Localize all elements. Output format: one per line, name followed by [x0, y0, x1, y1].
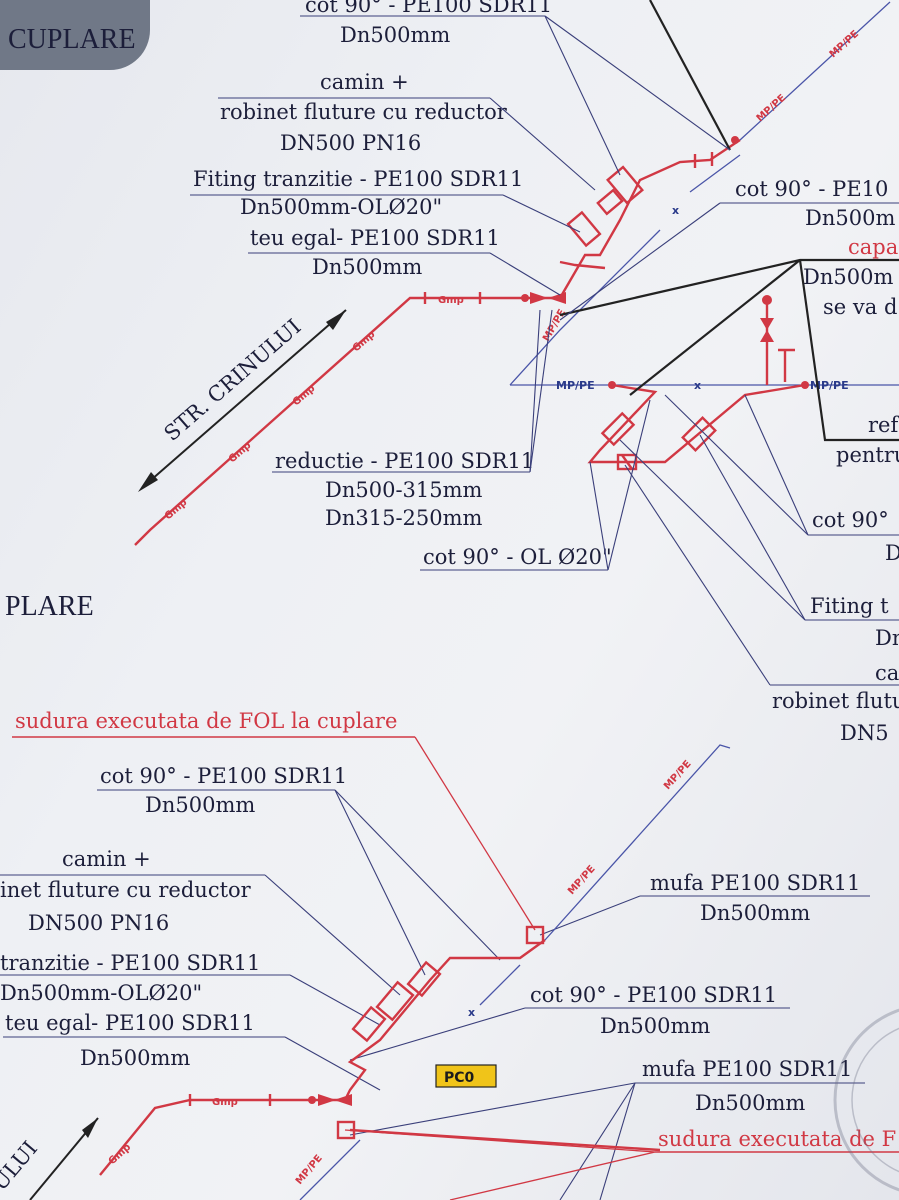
annotation-cot90-top: cot 90° - PE100 SDR11 Dn500mm	[300, 0, 731, 176]
annotation-line: camin +	[62, 847, 151, 871]
annotation-line: capa	[848, 235, 898, 259]
annotation-tranzitie-bottom: tranzitie - PE100 SDR11 Dn500mm-OLØ20"	[0, 951, 381, 1026]
annotation-line: Dn500m	[803, 265, 893, 289]
annotation-line: Dn500mm	[340, 23, 450, 47]
annotation-line: D	[885, 541, 899, 565]
annotation-right-ref: ref pentru	[836, 413, 899, 467]
annotation-line: tranzitie - PE100 SDR11	[0, 951, 260, 975]
annotation-right-cot90-b: cot 90° D	[664, 394, 899, 565]
annotation-line: teu egal- PE100 SDR11	[5, 1011, 255, 1035]
annotation-line: pentru	[836, 443, 899, 467]
annotation-line: robinet flutu	[772, 689, 899, 713]
annotation-line: cot 90° - PE10	[735, 177, 888, 201]
annotation-line: Dn500m	[805, 206, 895, 230]
annotation-line: reductie - PE100 SDR11	[275, 449, 534, 473]
pipe-run-bottom: Gmp Gmp	[99, 925, 661, 1176]
annotation-line: DN500 PN16	[28, 911, 169, 935]
annotation-line: Fiting tranzitie - PE100 SDR11	[193, 167, 523, 191]
annotation-line: teu egal- PE100 SDR11	[250, 226, 500, 250]
street-label-crinului: STR. CRINULUI	[160, 314, 306, 445]
annotation-sudura-bottom: sudura executata de F	[344, 1127, 899, 1200]
annotation-teu-bottom: teu egal- PE100 SDR11 Dn500mm	[3, 1011, 381, 1091]
street-label-bottom: ULUI	[0, 1137, 42, 1196]
point-tag-pc0: PC0	[435, 1064, 497, 1088]
annotation-line: Dn500mm-OLØ20"	[0, 981, 202, 1005]
mp-pe-tag: MP/PE	[556, 379, 595, 392]
annotation-line: Dn500-315mm	[325, 478, 483, 502]
annotation-line: cot 90° - PE100 SDR11	[530, 983, 777, 1007]
annotation-line: cot 90°	[812, 508, 889, 532]
gmp-tag: Gmp	[438, 295, 464, 306]
annotation-line: DN5	[840, 721, 889, 745]
stamp-mark	[833, 1008, 899, 1192]
pipe-run-top	[520, 136, 741, 304]
annotation-fiting-top: Fiting tranzitie - PE100 SDR11 Dn500mm-O…	[190, 167, 581, 233]
annotation-line: Dn500mm	[700, 901, 810, 925]
annotation-line: se va d	[823, 295, 897, 319]
gmp-tag: Gmp	[291, 383, 318, 408]
annotation-right-camin: ca robinet flutu DN5	[624, 464, 899, 745]
annotation-line: Dn500mm	[695, 1091, 805, 1115]
annotation-line: cot 90° - OL Ø20"	[423, 545, 612, 569]
cross-marker: x	[694, 379, 701, 392]
annotation-line: inet fluture cu reductor	[0, 878, 252, 902]
gmp-tag: Gmp	[351, 329, 378, 354]
annotation-reductie: reductie - PE100 SDR11 Dn500-315mm Dn315…	[272, 309, 553, 530]
annotation-camin-top: camin + robinet fluture cu reductor DN50…	[218, 70, 596, 191]
annotation-sudura-fol: sudura executata de FOL la cuplare	[12, 709, 536, 931]
annotation-line: Dn315-250mm	[325, 506, 483, 530]
annotation-line: cot 90° - PE100 SDR11	[100, 764, 347, 788]
annotation-mufa-2: mufa PE100 SDR11 Dn500mm	[349, 1057, 865, 1200]
annotation-line: ref	[868, 413, 899, 437]
annotation-camin-bottom: camin + inet fluture cu reductor DN500 P…	[0, 847, 401, 996]
point-tag-label: PC0	[444, 1070, 475, 1086]
annotation-right-capac: capa Dn500m se va d	[803, 235, 898, 319]
annotation-right-fiting: Fiting t Dn	[619, 434, 899, 650]
street-arrow-bottom: ULUI	[0, 1117, 99, 1200]
mp-pe-tag: MP/PE	[810, 379, 849, 392]
annotation-right-cot90: cot 90° - PE10 Dn500m	[559, 177, 899, 321]
annotation-line: Dn500mm	[312, 255, 422, 279]
annotation-cot90-bottom: cot 90° - PE100 SDR11 Dn500mm	[97, 764, 501, 976]
mp-pe-tag: MP/PE	[294, 1153, 325, 1187]
annotation-line: Dn	[875, 626, 899, 650]
cross-marker: x	[468, 1006, 475, 1019]
annotation-line: Dn500mm-OLØ20"	[240, 195, 442, 219]
gmp-tag: Gmp	[212, 1097, 238, 1108]
mp-pe-tag: MP/PE	[662, 758, 694, 792]
annotation-line: Dn500mm	[80, 1046, 190, 1070]
annotation-line: Fiting t	[810, 594, 889, 618]
mp-pe-tag: MP/PE	[828, 28, 862, 60]
annotation-line: robinet fluture cu reductor	[220, 100, 508, 124]
boundary-lines	[559, 0, 899, 442]
mp-pe-tag: MP/PE	[566, 863, 598, 897]
annotation-line: camin +	[320, 70, 409, 94]
annotation-teu-top: teu egal- PE100 SDR11 Dn500mm	[248, 226, 561, 296]
annotation-line: mufa PE100 SDR11	[642, 1057, 852, 1081]
annotation-line: sudura executata de F	[658, 1127, 896, 1151]
annotation-line: sudura executata de FOL la cuplare	[15, 709, 397, 733]
annotation-line: Dn500mm	[600, 1014, 710, 1038]
title-cuplare: CUPLARE	[8, 24, 136, 55]
annotation-cot90-ol: cot 90° - OL Ø20"	[420, 399, 651, 571]
annotation-line: cot 90° - PE100 SDR11	[305, 0, 552, 17]
gmp-tag: Gmp	[107, 1142, 134, 1167]
annotation-line: Dn500mm	[145, 793, 255, 817]
annotation-cot90-bottom-2: cot 90° - PE100 SDR11 Dn500mm	[349, 983, 790, 1061]
title-plare: PLARE	[5, 591, 94, 622]
photo-shadow	[0, 0, 150, 70]
mp-pe-tag: MP/PE	[755, 92, 789, 124]
annotation-line: DN500 PN16	[280, 131, 421, 155]
gmp-tag: Gmp	[227, 440, 254, 465]
annotation-line: ca	[875, 661, 899, 685]
gmp-tag: Gmp	[163, 497, 190, 522]
annotation-line: mufa PE100 SDR11	[650, 871, 860, 895]
cross-marker: x	[672, 204, 679, 217]
annotation-mufa-1: mufa PE100 SDR11 Dn500mm	[539, 871, 870, 936]
